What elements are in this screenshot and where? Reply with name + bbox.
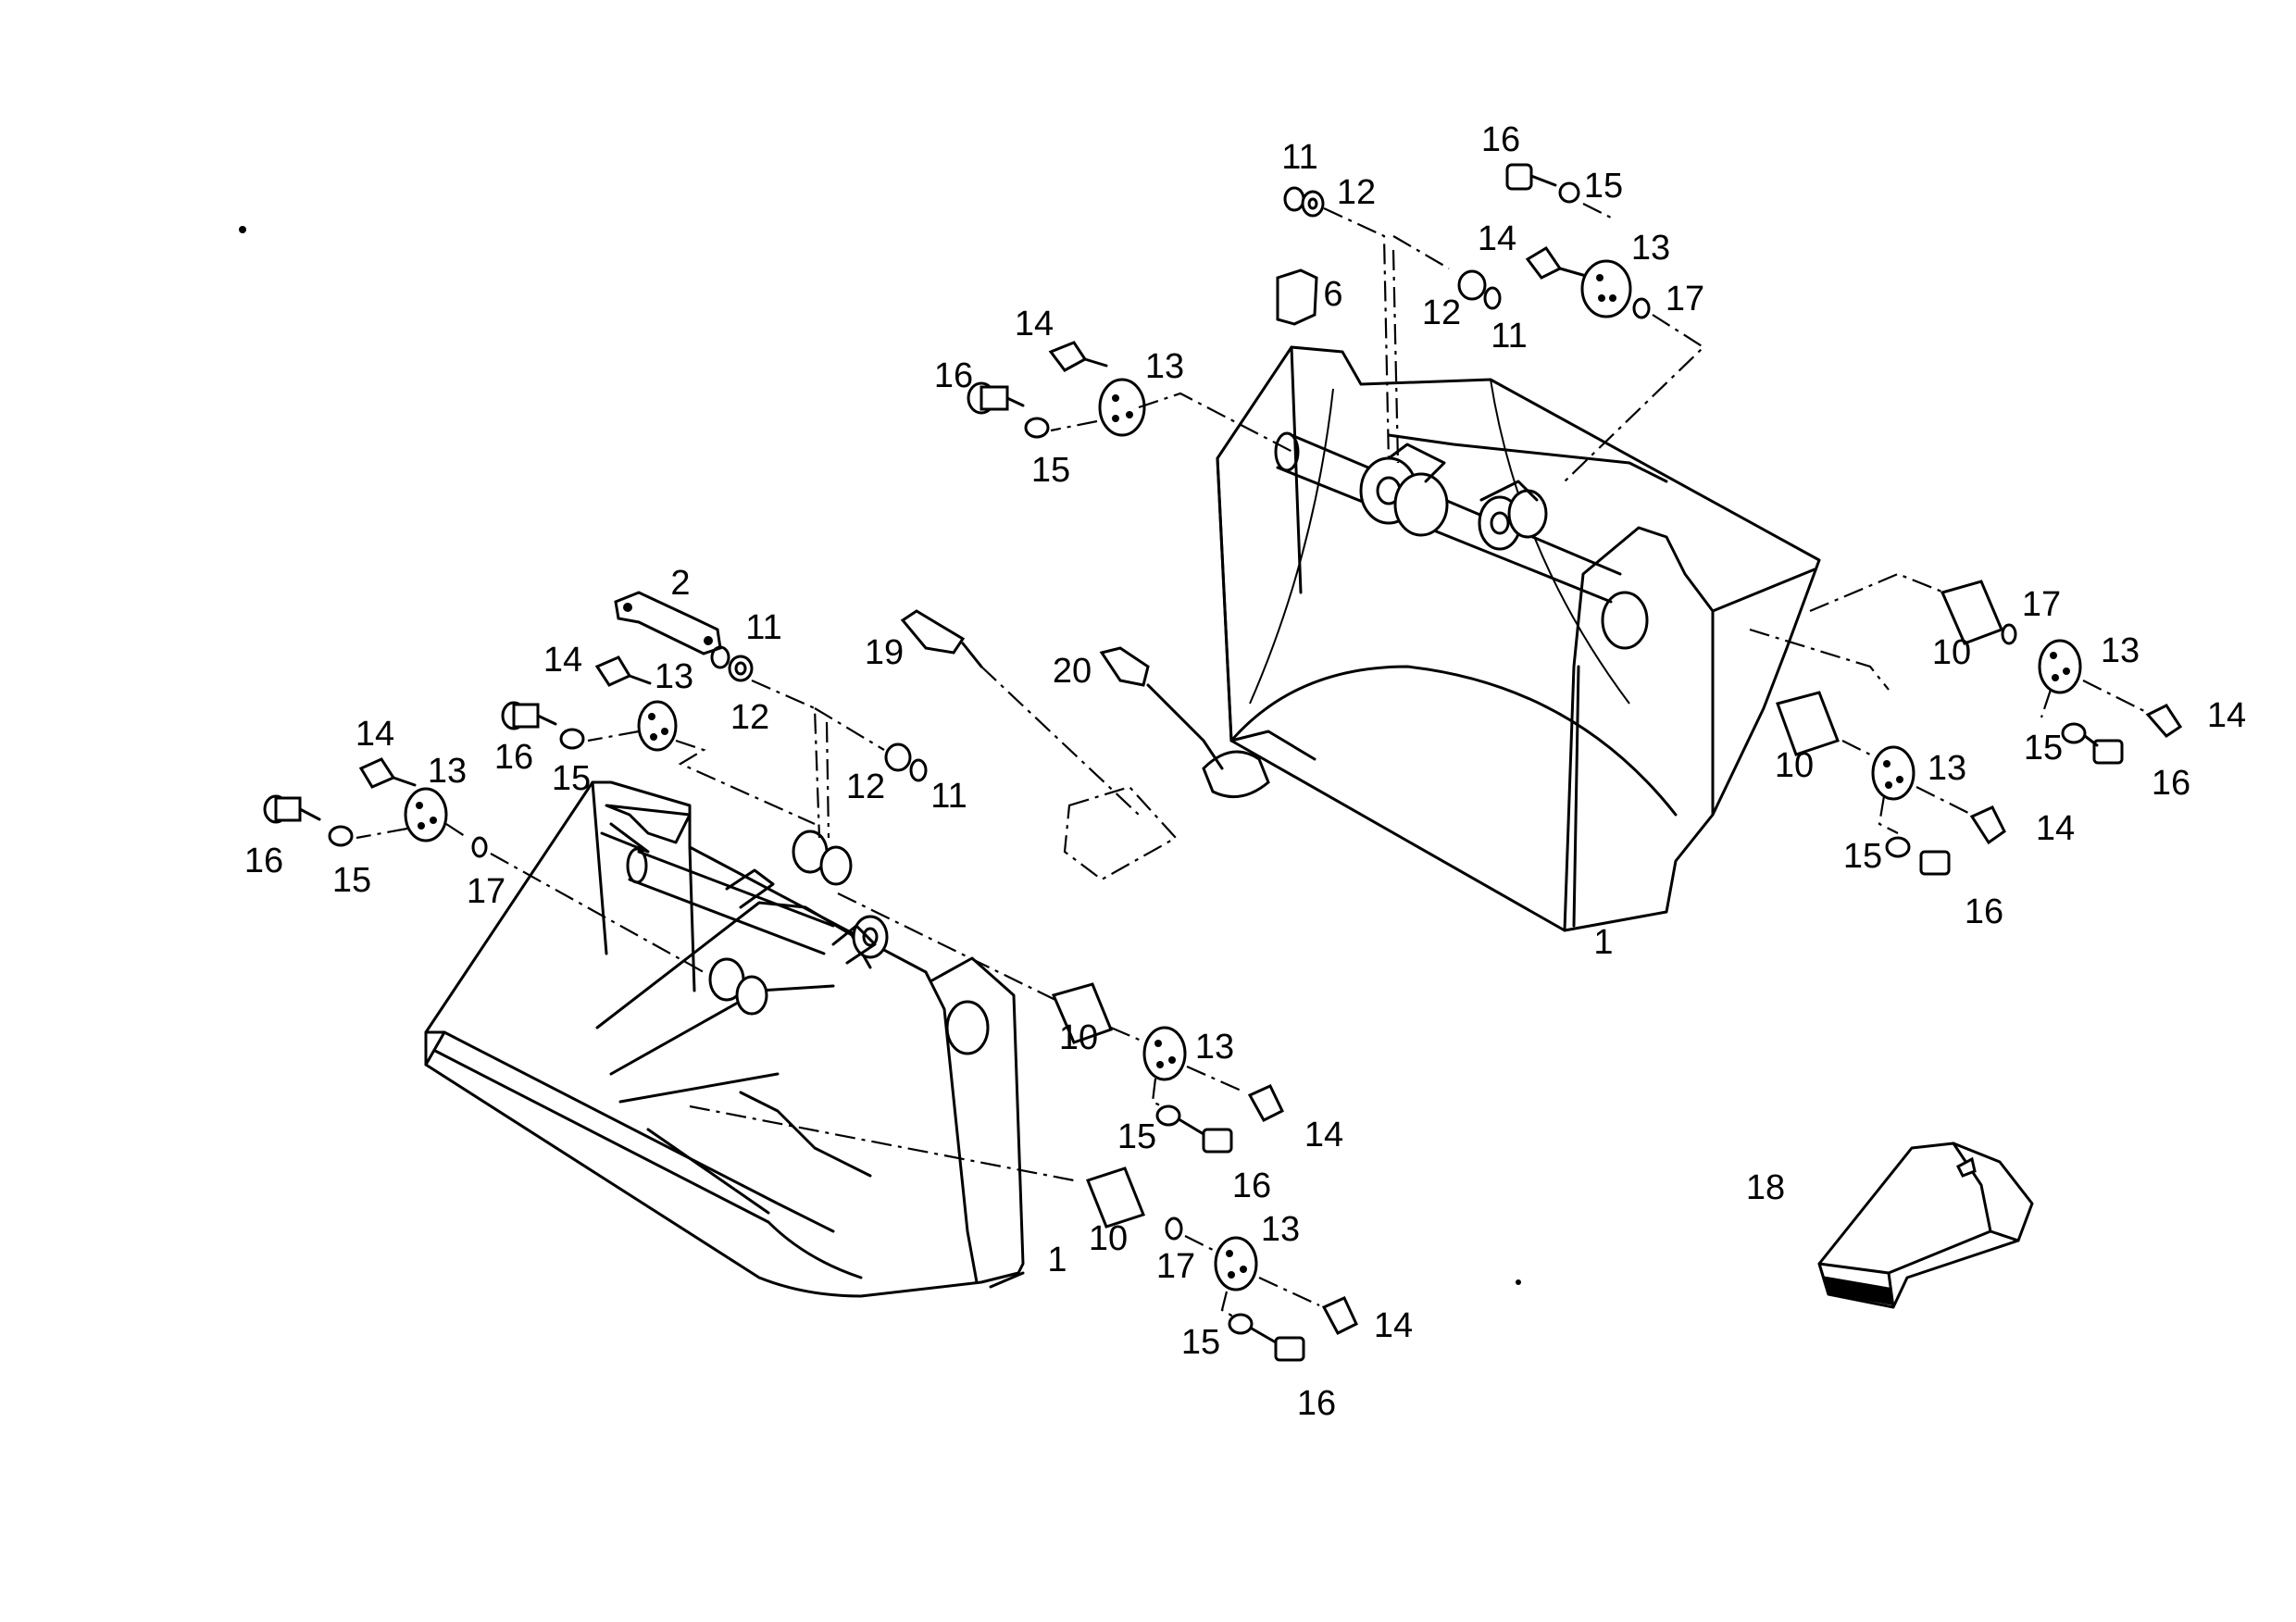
callout-16: 16: [934, 356, 973, 395]
left-bush-group-e: [689, 1104, 1358, 1362]
left-link-2-group: [614, 591, 928, 839]
callout-18: 18: [1746, 1168, 1785, 1207]
callout-14: 14: [1015, 305, 1054, 343]
left-grease-group-a: [501, 655, 816, 826]
callout-16: 16: [1232, 1167, 1271, 1205]
callout-11: 11: [930, 777, 967, 816]
callout-17: 17: [2022, 585, 2061, 624]
callout-17: 17: [467, 872, 505, 911]
callout-14: 14: [356, 715, 394, 754]
callout-11: 11: [1491, 317, 1527, 356]
callout-16: 16: [1481, 120, 1520, 159]
callout-12: 12: [1422, 293, 1461, 332]
callout-16: 16: [244, 842, 283, 880]
callout-15: 15: [1031, 451, 1070, 490]
left-bush-group-d: [837, 892, 1284, 1154]
scan-speck: [1516, 1279, 1521, 1285]
callout-13: 13: [2101, 631, 2140, 670]
callout-14: 14: [2036, 809, 2075, 848]
callout-1: 1: [1593, 923, 1613, 962]
callout-13: 13: [1145, 347, 1184, 386]
right-bucket-assembly: [900, 163, 2183, 932]
left-grease-group-b: [263, 757, 705, 973]
callout-13: 13: [1631, 229, 1670, 268]
right-side-bushes-upper: [1809, 572, 2183, 765]
callout-17: 17: [1666, 280, 1704, 318]
callout-10: 10: [1089, 1219, 1128, 1258]
callout-11: 11: [1281, 138, 1317, 177]
callout-20: 20: [1053, 652, 1092, 691]
callout-10: 10: [1059, 1018, 1098, 1057]
callout-19: 19: [865, 633, 904, 672]
callout-17: 17: [1156, 1247, 1195, 1286]
callout-13: 13: [1928, 749, 1966, 788]
callout-10: 10: [1775, 746, 1814, 785]
right-left-grease-group: [967, 341, 1297, 455]
callout-13: 13: [1195, 1028, 1234, 1067]
callout-14: 14: [543, 641, 582, 680]
callout-2: 2: [670, 564, 690, 603]
callout-12: 12: [1337, 173, 1376, 212]
right-bucket-callouts: 11 12 16 15 14 13 12 11 17 6 14 13 16 15…: [865, 120, 2246, 962]
callout-13: 13: [1261, 1210, 1300, 1249]
callout-14: 14: [2207, 696, 2246, 735]
callout-15: 15: [552, 759, 591, 798]
callout-13: 13: [655, 657, 693, 696]
callout-1: 1: [1047, 1241, 1067, 1279]
callout-13: 13: [428, 752, 467, 791]
right-top-pin-group: [1283, 186, 1502, 464]
callout-6: 6: [1323, 275, 1342, 314]
callout-14: 14: [1478, 219, 1516, 258]
right-bucket-body: [1202, 345, 1821, 932]
scan-speck: [239, 226, 246, 233]
callout-11: 11: [745, 608, 781, 647]
right-wear-pad: [1276, 268, 1318, 326]
callout-15: 15: [1117, 1117, 1156, 1156]
callout-15: 15: [1181, 1323, 1220, 1362]
callout-15: 15: [1843, 837, 1882, 876]
left-bucket-assembly: [263, 591, 1358, 1362]
callout-10: 10: [1932, 633, 1971, 672]
callout-12: 12: [846, 767, 885, 806]
right-teeth-19-20: [900, 609, 1224, 881]
callout-14: 14: [1374, 1306, 1413, 1345]
tooth-18-drawing: [1817, 1142, 2034, 1309]
callout-15: 15: [2024, 729, 2063, 767]
left-bucket-callouts: 2 11 12 14 13 16 15 14 13 16 15 17 12 11…: [244, 564, 1413, 1423]
right-side-bushes-lower: [1749, 628, 2006, 876]
callout-16: 16: [1297, 1384, 1336, 1423]
right-top-grease-group: [1505, 163, 1705, 482]
callout-16: 16: [1965, 892, 2003, 931]
callout-12: 12: [730, 698, 769, 737]
callout-14: 14: [1304, 1116, 1343, 1154]
callout-16: 16: [2152, 764, 2190, 803]
callout-15: 15: [1584, 167, 1623, 206]
callout-15: 15: [332, 861, 371, 900]
left-bucket-body: [424, 780, 1025, 1298]
callout-16: 16: [494, 738, 533, 777]
